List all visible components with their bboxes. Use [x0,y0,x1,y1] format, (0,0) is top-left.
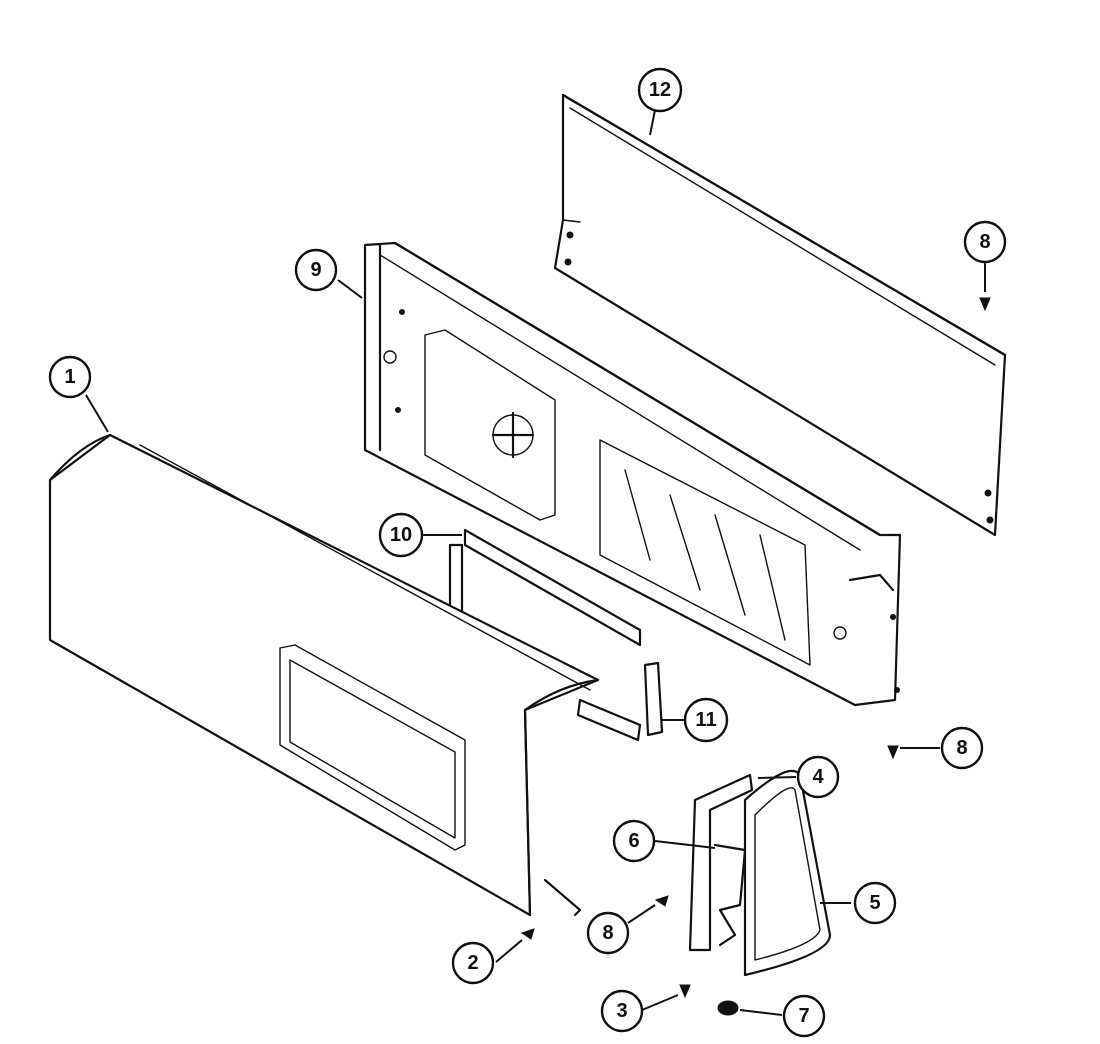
callout-12: 12 [637,67,683,113]
callout-8-top-label: 8 [979,231,990,253]
part-11-trim-strip [576,661,664,742]
part-10-trim-strip [448,528,642,647]
callout-10-label: 10 [390,524,412,546]
callout-12-label: 12 [649,79,671,101]
part-4-end-strip [688,773,754,952]
part-5-end-cap [743,769,832,977]
callout-2: 2 [451,941,495,985]
part-12-rear-top-panel [553,93,1007,537]
callout-3-label: 3 [616,1000,627,1022]
callout-8-right-label: 8 [956,737,967,759]
callout-8-top: 8 [963,220,1007,264]
callout-6: 6 [612,819,656,863]
callout-6-label: 6 [628,830,639,852]
callout-11-label: 11 [695,709,716,731]
callout-9-label: 9 [310,259,321,281]
callout-7-label: 7 [798,1005,809,1027]
callout-8-right: 8 [940,726,984,770]
fastener-screws [520,297,991,1016]
callout-11: 11 [683,697,729,743]
callout-5-label: 5 [869,892,880,914]
callout-5: 5 [853,881,897,925]
callout-8-bottom: 8 [586,911,630,955]
callout-3: 3 [600,989,644,1033]
callout-2-label: 2 [467,952,478,974]
callout-4: 4 [796,755,840,799]
part-6-bracket [713,843,747,947]
callout-10: 10 [378,512,424,558]
callout-8-bottom-label: 8 [602,922,613,944]
part-1-console-front [48,433,600,917]
callout-9: 9 [294,248,338,292]
callout-1-label: 1 [64,366,75,388]
callout-4-label: 4 [812,766,824,788]
callout-7: 7 [782,994,826,1038]
leader-lines [85,109,986,1016]
part-9-backplate [363,241,902,707]
callout-1: 1 [48,355,92,399]
